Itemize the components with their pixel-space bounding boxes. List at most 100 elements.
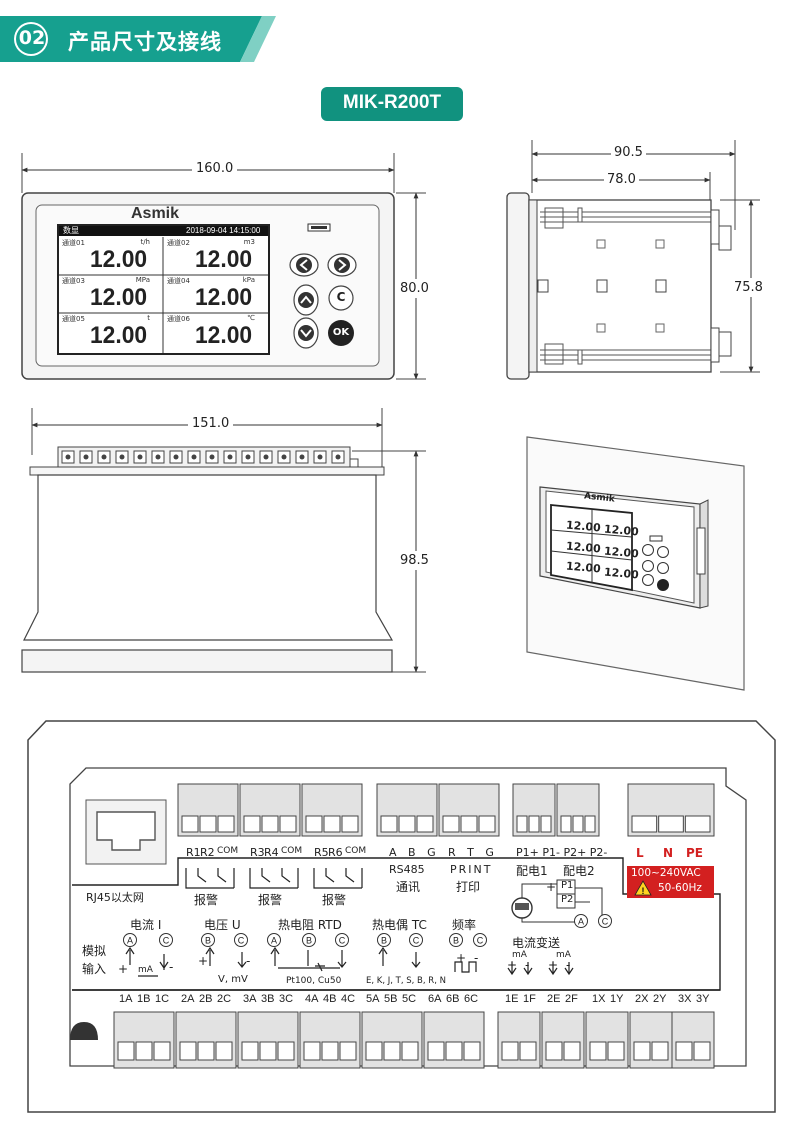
top-terminal-screw — [155, 454, 161, 460]
terminal-label: 1X — [592, 993, 606, 1005]
header-banner — [0, 16, 262, 62]
terminal-slot — [179, 1041, 197, 1061]
terminal-label: 3A — [243, 993, 257, 1005]
p1-label: P1 — [561, 880, 574, 891]
top-terminal-screw — [173, 454, 179, 460]
terminal-slot — [383, 1041, 401, 1061]
terminal-label: 1F — [523, 993, 536, 1005]
terminal-slot — [463, 1041, 481, 1061]
terminal-slot — [341, 815, 359, 833]
terminal-slot — [243, 815, 261, 833]
voltage-label: 电压 U — [204, 918, 241, 932]
terminal-label: 4B — [323, 993, 337, 1005]
terminal-label: 6A — [428, 993, 442, 1005]
relay-symbols — [185, 868, 363, 889]
rs485-name: RS485 — [389, 863, 425, 876]
relay-label: R4 — [264, 846, 279, 859]
terminal-label: 4A — [305, 993, 319, 1005]
relay-label: R5 — [314, 846, 329, 859]
terminal-slot — [215, 1041, 233, 1061]
circle-terminal — [123, 933, 137, 947]
power-feed-pins: P1+ P1- P2+ P2- — [516, 846, 608, 859]
channel-value: 12.00 — [195, 322, 253, 349]
terminal-slot — [675, 1041, 693, 1061]
relay-label: R1 — [186, 846, 201, 859]
dim-top-depth-label: 98.5 — [398, 551, 431, 570]
terminal-slot — [563, 1041, 581, 1061]
circle-terminal-letter: C — [477, 936, 484, 946]
terminal-label: 1C — [155, 993, 170, 1005]
channel-name: 通道03 — [62, 277, 85, 285]
transmit-ma-1: mA — [512, 950, 527, 960]
polarity-sign: + — [456, 951, 467, 965]
device-brand: Asmik — [131, 205, 180, 222]
input-arrows — [125, 946, 574, 977]
terminal-slot — [279, 815, 297, 833]
mains-freq: 50-60Hz — [658, 882, 702, 894]
terminal-slot — [560, 815, 572, 833]
terminal-slot — [153, 1041, 171, 1061]
circle-terminal — [449, 933, 463, 947]
circle-terminal — [598, 914, 612, 928]
circle-terminal-letter: A — [578, 917, 584, 927]
terminal-slot — [416, 815, 434, 833]
terminal-slot — [181, 815, 199, 833]
channel-value: 12.00 — [90, 322, 148, 349]
top-terminal-screw — [101, 454, 107, 460]
terminal-slot — [261, 815, 279, 833]
header-number-circle-inner — [16, 24, 46, 54]
terminal-slot — [684, 815, 711, 833]
terminal-slot — [427, 1041, 445, 1061]
polarity-sign: - — [246, 954, 251, 968]
tc-types: E, K, J, T, S, B, R, N — [366, 976, 446, 986]
header-banner-tail — [240, 16, 276, 62]
svg-text:!: ! — [642, 886, 645, 896]
alarm-label-2: 报警 — [258, 893, 283, 907]
channel-value: 12.00 — [90, 246, 148, 273]
power-feed-label-2: 配电2 — [563, 864, 595, 878]
polarity-sign: + — [507, 958, 518, 972]
transmit-ma-2: mA — [556, 950, 571, 960]
terminal-slot — [540, 815, 552, 833]
top-terminal-screw — [209, 454, 215, 460]
terminal-slot — [197, 1041, 215, 1061]
terminal-label: 6C — [464, 993, 479, 1005]
rs485-pins: A B G — [389, 846, 436, 859]
terminal-slot — [259, 1041, 277, 1061]
iso-view — [526, 436, 745, 691]
header-title: 产品尺寸及接线 — [68, 30, 222, 54]
top-terminal-screw — [191, 454, 197, 460]
dim-side-total-label: 90.5 — [611, 145, 646, 160]
terminal-slot — [303, 1041, 321, 1061]
circle-terminal-letter: B — [205, 936, 211, 946]
model-badge — [321, 87, 463, 121]
terminal-slot — [323, 815, 341, 833]
circle-terminal-letter: C — [163, 936, 170, 946]
rs485-sub: 通讯 — [396, 880, 421, 894]
channel-unit: t/h — [140, 238, 150, 246]
circle-terminal-letter: B — [453, 936, 459, 946]
terminal-slot — [365, 1041, 383, 1061]
print-sub: 打印 — [456, 880, 481, 894]
terminal-slot — [631, 815, 658, 833]
power-feed-label-1: 配电1 — [516, 864, 548, 878]
terminal-label: 2E — [547, 993, 561, 1005]
circle-terminal — [201, 933, 215, 947]
transmit-label: 电流变送 — [512, 936, 561, 950]
terminal-slot — [589, 1041, 607, 1061]
polarity-sign: + — [198, 954, 209, 968]
terminal-slot — [516, 815, 528, 833]
terminal-slot — [442, 815, 460, 833]
terminal-label: 4C — [341, 993, 356, 1005]
circle-terminal — [335, 933, 349, 947]
upper-terminal-blocks — [177, 783, 715, 837]
terminal-slot — [135, 1041, 153, 1061]
relay-label: COM — [345, 846, 367, 856]
terminal-slot — [519, 1041, 537, 1061]
terminal-slot — [651, 1041, 669, 1061]
terminal-label: 5C — [402, 993, 417, 1005]
circle-terminal — [159, 933, 173, 947]
current-label: 电流 I — [130, 918, 162, 932]
terminal-slot — [501, 1041, 519, 1061]
analog-input-line2: 输入 — [82, 962, 107, 976]
